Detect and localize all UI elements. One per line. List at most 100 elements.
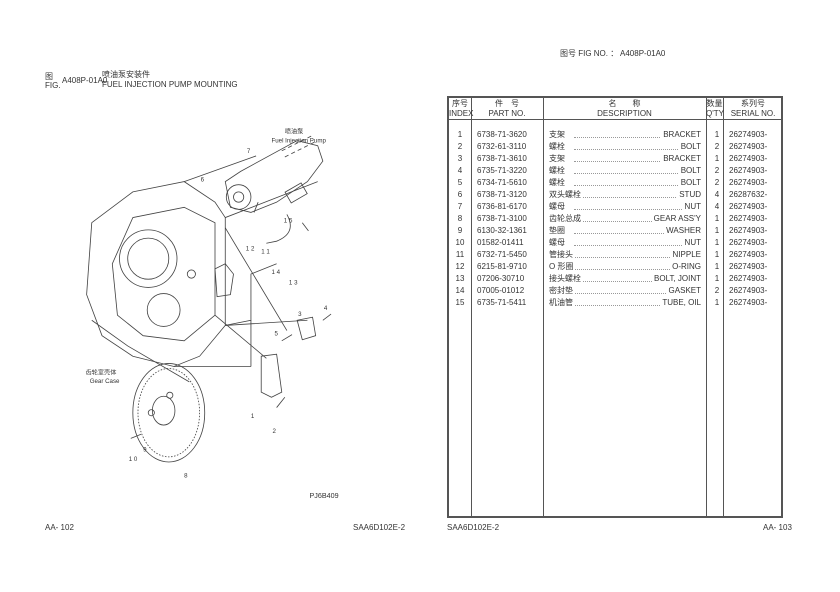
leader-dots <box>574 261 698 270</box>
row-desc-cn: 支架 <box>549 129 567 141</box>
pump-label-en: Fuel Injection Pump <box>271 138 326 145</box>
row-desc-en: BOLT <box>678 141 701 153</box>
row-qty: 2 <box>714 142 720 151</box>
leader-dots <box>574 285 698 294</box>
leader-dots <box>574 249 698 258</box>
table-row: 12 6215-81-9710 O 形圈 O-RING 1 26274903- <box>449 261 781 273</box>
row-desc-cn: 接头螺栓 <box>549 273 583 285</box>
row-desc-cn: 螺栓 <box>549 165 567 177</box>
left-model: SAA6D102E-2 <box>353 523 406 532</box>
table-row: 4 6735-71-3220 螺栓 BOLT 2 26274903- <box>449 165 781 177</box>
table-row: 13 07206-30710 接头螺栓 BOLT, JOINT 1 262749… <box>449 273 781 285</box>
row-desc-en: TUBE, OIL <box>660 297 701 309</box>
table-row: 11 6732-71-5450 管接头 NIPPLE 1 26274903- <box>449 249 781 261</box>
row-index: 14 <box>455 286 465 295</box>
row-desc-en: BOLT <box>678 165 701 177</box>
row-qty: 1 <box>714 226 720 235</box>
callout-9: 9 <box>143 447 147 454</box>
callout-10: 1 0 <box>129 456 138 463</box>
row-desc-cn: 密封垫 <box>549 285 575 297</box>
row-index: 12 <box>455 262 465 271</box>
row-serial: 26274903- <box>729 250 768 259</box>
callout-5: 5 <box>275 331 279 338</box>
table-row: 1 6738-71-3620 支架 BRACKET 1 26274903- <box>449 129 781 141</box>
row-serial: 26274903- <box>729 154 768 163</box>
callout-1: 1 <box>251 413 255 420</box>
leader-dots <box>574 225 698 234</box>
row-part-no: 6738-71-3610 <box>477 154 527 163</box>
row-desc-cn: 齿轮总成 <box>549 213 583 225</box>
row-desc-en: GASKET <box>666 285 701 297</box>
row-desc-en: NIPPLE <box>670 249 701 261</box>
row-qty: 1 <box>714 214 720 223</box>
row-desc-cn: 螺母 <box>549 237 567 249</box>
row-index: 10 <box>455 238 465 247</box>
row-desc-cn: 螺栓 <box>549 177 567 189</box>
row-desc-cn: 垫圈 <box>549 225 567 237</box>
row-desc-cn: 双头螺栓 <box>549 189 583 201</box>
row-serial: 26274903- <box>729 142 768 151</box>
table-row: 7 6736-81-6170 螺母 NUT 4 26274903- <box>449 201 781 213</box>
row-index: 3 <box>457 154 463 163</box>
fig-no-label: 图号 FIG NO. ： <box>560 49 619 58</box>
row-serial: 26274903- <box>729 202 768 211</box>
callout-6: 6 <box>201 177 205 184</box>
right-page-number: AA- 103 <box>763 523 792 532</box>
row-index: 11 <box>455 250 465 259</box>
row-part-no: 07206-30710 <box>477 274 525 283</box>
row-desc-cn: 支架 <box>549 153 567 165</box>
row-desc-en: O-RING <box>670 261 701 273</box>
right-model: SAA6D102E-2 <box>447 523 500 532</box>
row-index: 4 <box>457 166 463 175</box>
row-index: 8 <box>457 214 463 223</box>
leader-dots <box>574 165 698 174</box>
row-qty: 1 <box>714 250 720 259</box>
pump-label-cn: 喷油泵 <box>285 127 303 135</box>
gear-case-label-en: Gear Case <box>90 378 120 385</box>
callout-2: 2 <box>273 428 277 435</box>
row-serial: 26274903- <box>729 238 768 247</box>
fig-title-cn: 喷油泵安装件 <box>102 70 150 79</box>
callout-15: 1 5 <box>284 218 293 225</box>
row-qty: 2 <box>714 286 720 295</box>
exploded-diagram: 1 2 3 4 5 6 7 8 9 1 0 1 1 1 2 1 3 1 4 1 … <box>86 127 339 500</box>
row-serial: 26274903- <box>729 298 768 307</box>
fig-no-value: A408P-01A0 <box>620 49 666 58</box>
row-desc-en: BOLT, JOINT <box>652 273 701 285</box>
row-part-no: 6732-61-3110 <box>477 142 527 151</box>
row-desc-cn: 机油管 <box>549 297 575 309</box>
row-qty: 4 <box>714 202 720 211</box>
table-row: 9 6130-32-1361 垫圈 WASHER 1 26274903- <box>449 225 781 237</box>
callout-12: 1 2 <box>246 245 255 252</box>
table-row: 6 6738-71-3120 双头螺栓 STUD 4 26287632- <box>449 189 781 201</box>
row-part-no: 6215-81-9710 <box>477 262 527 271</box>
callout-14: 1 4 <box>271 269 280 276</box>
row-desc-en: STUD <box>677 189 701 201</box>
row-index: 15 <box>455 298 465 307</box>
row-desc-cn: O 形圈 <box>549 261 576 273</box>
row-qty: 2 <box>714 178 720 187</box>
row-desc-cn: 螺栓 <box>549 141 567 153</box>
row-index: 6 <box>457 190 463 199</box>
row-desc-en: WASHER <box>664 225 701 237</box>
row-part-no: 6738-71-3620 <box>477 130 527 139</box>
row-desc-en: GEAR ASS'Y <box>651 213 701 225</box>
row-serial: 26274903- <box>729 262 768 271</box>
fig-label-cn: 图 <box>45 72 53 81</box>
row-desc-en: BOLT <box>678 177 701 189</box>
callout-8: 8 <box>184 472 188 479</box>
table-row: 2 6732-61-3110 螺栓 BOLT 2 26274903- <box>449 141 781 153</box>
row-part-no: 6736-81-6170 <box>477 202 527 211</box>
leader-dots <box>574 189 698 198</box>
leader-dots <box>574 141 698 150</box>
callout-13: 1 3 <box>289 279 298 286</box>
row-qty: 1 <box>714 298 720 307</box>
row-serial: 26274903- <box>729 166 768 175</box>
row-qty: 1 <box>714 262 720 271</box>
drawing-number: PJ6B409 <box>309 492 338 500</box>
leader-dots <box>574 201 698 210</box>
